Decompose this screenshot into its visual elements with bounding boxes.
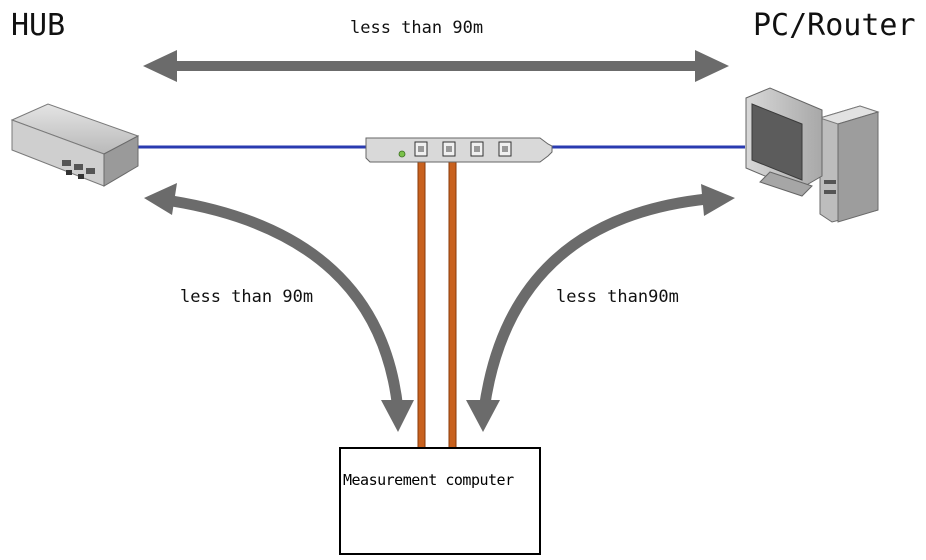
top-distance-label: less than 90m xyxy=(350,18,484,38)
pc-router-label: PC/Router xyxy=(753,8,916,43)
right-distance-arrow xyxy=(466,184,735,432)
right-distance-label: less than90m xyxy=(556,287,679,307)
hub-icon xyxy=(10,103,140,187)
hub-label: HUB xyxy=(11,8,66,43)
tap-cable xyxy=(417,161,457,449)
desktop-computer-icon xyxy=(745,87,880,223)
measurement-computer-box: Measurement computer xyxy=(339,447,541,555)
tap-card-icon xyxy=(365,137,553,163)
left-distance-arrow xyxy=(144,183,414,432)
left-distance-label: less than 90m xyxy=(180,287,314,307)
measurement-computer-label: Measurement computer xyxy=(343,471,514,489)
top-distance-arrow xyxy=(143,50,729,82)
